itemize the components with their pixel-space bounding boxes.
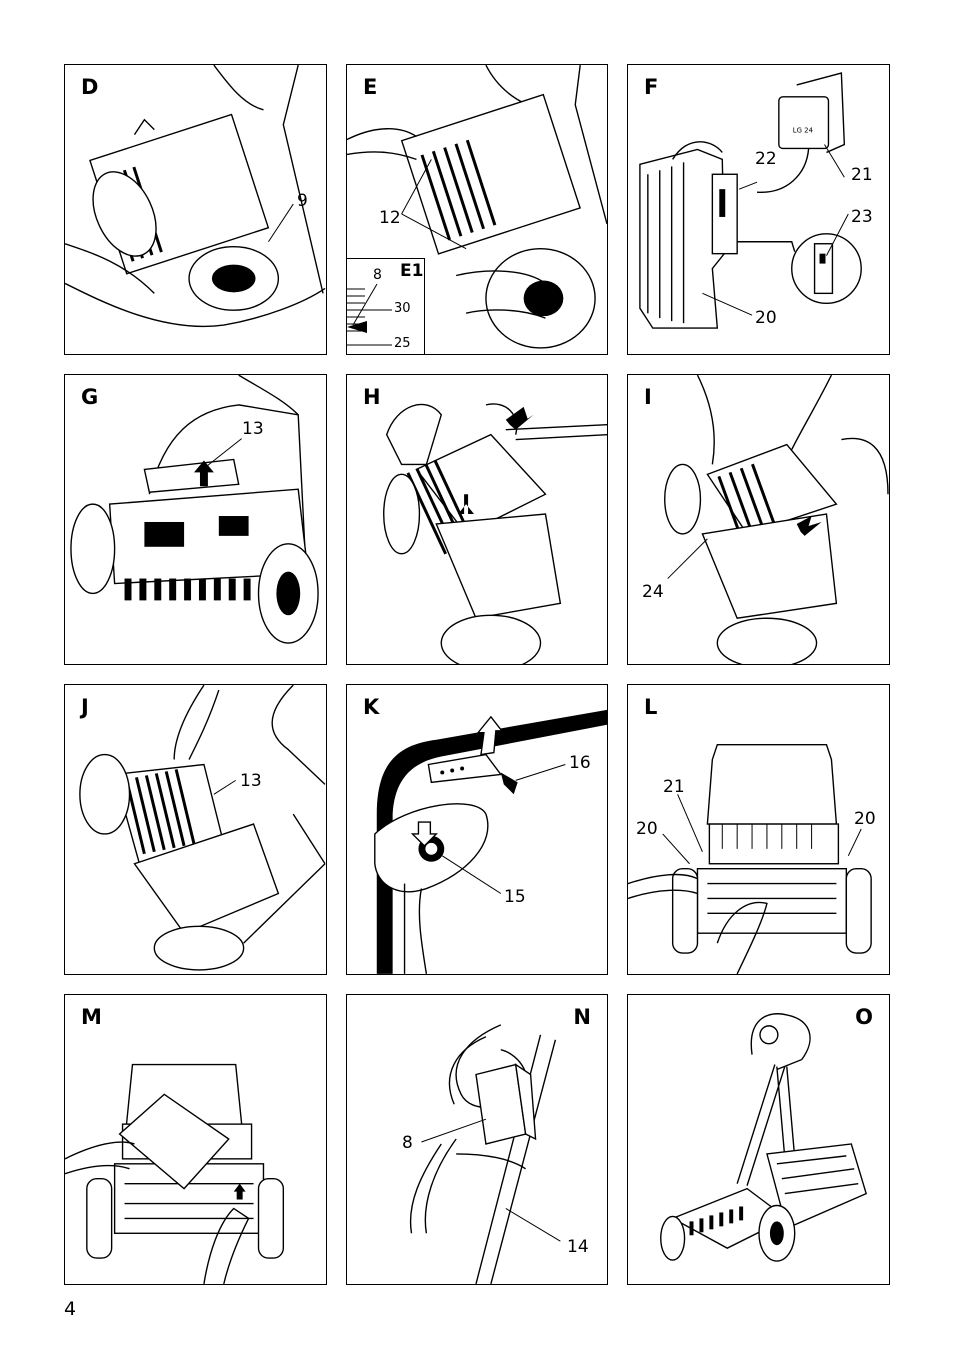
panel-label: I xyxy=(644,385,652,409)
callout-number: 20 xyxy=(854,809,876,829)
callout-number: 9 xyxy=(297,191,308,211)
height-scale-icon xyxy=(347,283,392,346)
panel-label: M xyxy=(81,1005,102,1029)
mower-assembled-illustration xyxy=(660,1013,868,1262)
callout-number: 22 xyxy=(755,149,777,169)
mower-battery-slide-illustration xyxy=(664,375,889,664)
svg-text:LG 24: LG 24 xyxy=(793,127,814,135)
panel-label: J xyxy=(81,695,89,719)
figure-panel-g: G 13 xyxy=(64,374,327,665)
figure-panel-f: F 22 21 23 20 LG 24 xyxy=(627,64,890,355)
panel-label: H xyxy=(363,385,381,409)
battery-charger-illustration: LG 24 xyxy=(639,72,862,329)
panel-label: N xyxy=(573,1005,591,1029)
callout-number: 20 xyxy=(755,308,777,328)
page-number: 4 xyxy=(64,1298,77,1320)
mower-paper-test-illustration xyxy=(65,1063,285,1284)
mower-battery-cover-illustration xyxy=(79,685,326,971)
figure-panel-e: E 12 E1 8 30 25 xyxy=(346,64,608,355)
callout-number: 15 xyxy=(504,887,526,907)
panel-label: K xyxy=(363,695,380,719)
figure-panel-o: O xyxy=(627,994,890,1285)
handle-switch-illustration xyxy=(374,709,607,974)
panel-label: E xyxy=(363,75,378,99)
callout-number: 13 xyxy=(242,419,264,439)
mower-battery-illustration xyxy=(65,65,326,328)
callout-number: 24 xyxy=(642,582,664,602)
inset-e1: E1 8 30 25 xyxy=(347,258,425,354)
scale-value: 25 xyxy=(394,336,411,351)
callout-number: 21 xyxy=(851,165,873,185)
callout-number: 12 xyxy=(379,208,401,228)
mower-front-cable-illustration xyxy=(628,743,872,974)
inset-label: E1 xyxy=(400,261,424,281)
panel-label: G xyxy=(81,385,99,409)
callout-number: 23 xyxy=(851,207,873,227)
callout-number: 8 xyxy=(402,1133,413,1153)
figure-panel-m: M xyxy=(64,994,327,1285)
figure-panel-d: D 9 xyxy=(64,64,327,355)
mower-battery-insert-illustration xyxy=(383,403,607,664)
panel-label: D xyxy=(81,75,99,99)
figure-panel-h: H xyxy=(346,374,608,665)
cable-clip-illustration xyxy=(409,1024,561,1284)
figure-panel-j: J 13 xyxy=(64,684,327,975)
mower-grass-box-removal-illustration xyxy=(70,375,319,644)
callout-number: 16 xyxy=(569,753,591,773)
figure-panel-i: I 24 xyxy=(627,374,890,665)
panel-label: L xyxy=(644,695,658,719)
panel-label: F xyxy=(644,75,659,99)
callout-number: 13 xyxy=(240,771,262,791)
callout-number: 20 xyxy=(636,819,658,839)
panel-label: O xyxy=(855,1005,873,1029)
callout-number: 14 xyxy=(567,1237,589,1257)
scale-value: 30 xyxy=(394,301,411,316)
mower-height-adjust-illustration xyxy=(347,65,607,349)
figure-panel-l: L 21 20 20 xyxy=(627,684,890,975)
callout-number: 8 xyxy=(373,267,382,283)
figure-panel-n: N 8 14 xyxy=(346,994,608,1285)
figure-panel-k: K 16 15 xyxy=(346,684,608,975)
callout-number: 21 xyxy=(663,777,685,797)
